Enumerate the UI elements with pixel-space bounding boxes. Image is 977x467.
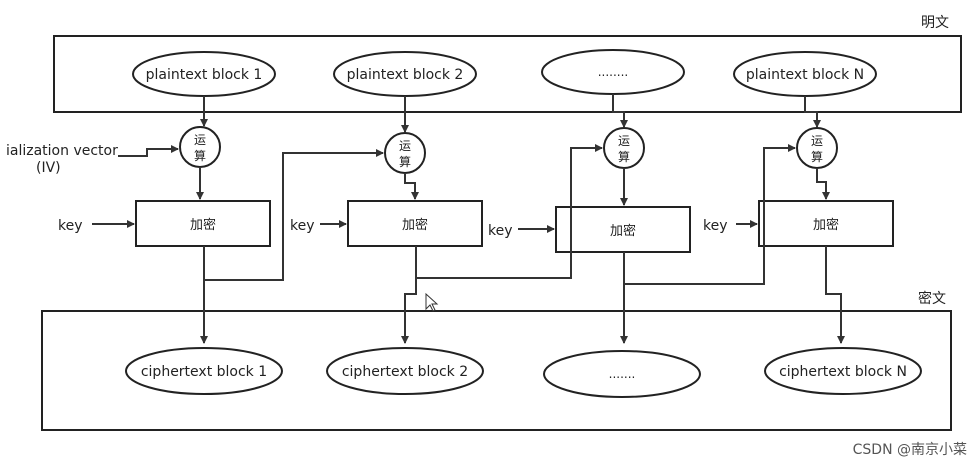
encrypt-box-4 [758,200,894,247]
arrow-plaintext-n-to-xor [804,96,821,128]
ciphertext-region-label: 密文 [918,290,946,307]
xor-node-1: 运 算 [179,126,221,168]
plaintext-block-ellipsis-label: ........ [598,65,629,79]
encrypt-box-1-label: 加密 [190,217,216,233]
xor-node-1-line2: 算 [194,148,206,163]
iv-label-line1: ialization vector [6,143,118,159]
arrow-xor-2-to-encrypt [404,173,419,200]
key-label-4: key [703,218,728,234]
encrypt-box-1 [135,200,271,247]
encrypt-box-2 [347,200,483,247]
ciphertext-block-1-label: ciphertext block 1 [141,364,267,380]
encrypt-box-3 [555,206,691,253]
encrypt-box-2-label: 加密 [402,217,428,233]
xor-node-3-line2: 算 [618,149,630,164]
chain-arrow-3-to-xor-4 [624,144,796,285]
xor-node-4-line2: 算 [811,149,823,164]
key-label-2: key [290,218,315,234]
xor-node-2-line1: 运 [399,139,411,153]
key-label-1: key [58,218,83,234]
arrow-xor-4-to-encrypt [816,168,830,200]
watermark: CSDN @南京小菜 [852,442,967,458]
encrypt-box-4-label: 加密 [813,217,839,233]
plaintext-region-label: 明文 [921,15,949,31]
iv-label-line2: (IV) [36,160,61,176]
arrow-plaintext-ellipsis-to-xor [612,94,628,128]
key-label-3: key [488,223,513,239]
ciphertext-block-ellipsis [543,350,701,398]
arrow-encrypt-2-to-cipher [401,246,417,344]
arrow-encrypt-4-to-cipher [825,246,845,344]
plaintext-block-2-label: plaintext block 2 [347,67,464,83]
ciphertext-block-n [764,347,922,395]
mouse-cursor-icon [425,292,439,312]
ciphertext-block-2 [326,347,484,395]
encrypt-box-3-label: 加密 [610,223,636,239]
xor-node-3: 运 算 [603,127,645,169]
plaintext-block-1-label: plaintext block 1 [146,67,263,83]
xor-node-2-line2: 算 [399,154,411,169]
xor-node-4-line1: 运 [811,134,823,148]
chain-arrow-2-to-xor-3 [416,144,603,279]
ciphertext-block-ellipsis-label: ....... [609,367,636,381]
arrow-iv-to-xor-1 [118,145,179,157]
xor-node-2: 运 算 [384,132,426,174]
chain-arrow-1-to-xor-2 [204,149,384,281]
xor-node-3-line1: 运 [618,134,630,148]
ciphertext-block-2-label: ciphertext block 2 [342,364,468,380]
ciphertext-block-n-label: ciphertext block N [779,364,907,380]
ciphertext-block-1 [125,347,283,395]
xor-node-4: 运 算 [796,127,838,169]
plaintext-block-n-label: plaintext block N [746,67,864,83]
xor-node-1-line1: 运 [194,133,206,147]
